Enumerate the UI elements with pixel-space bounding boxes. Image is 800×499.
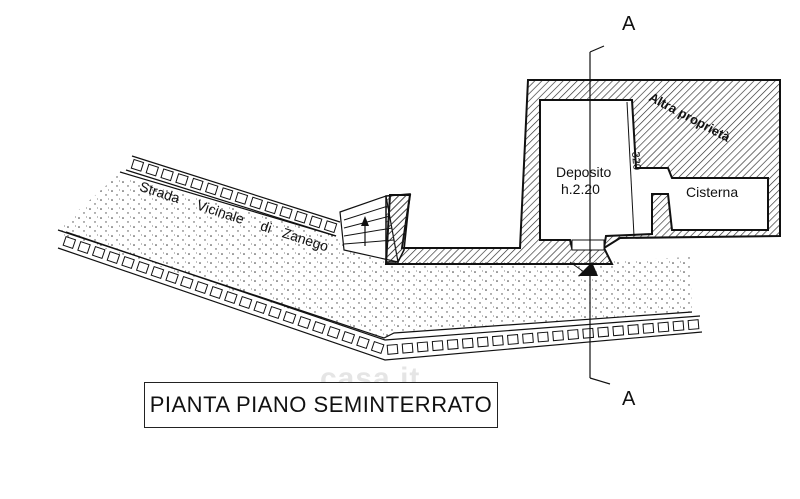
room-deposit-height: h.2.20 bbox=[561, 181, 600, 197]
fence-post bbox=[461, 337, 474, 349]
road bbox=[54, 155, 703, 361]
fence-post bbox=[491, 335, 504, 347]
fence-post bbox=[507, 334, 519, 345]
fence-post bbox=[537, 331, 549, 343]
fence-post bbox=[194, 280, 209, 295]
drawing-title: PIANTA PIANO SEMINTERRATO bbox=[149, 392, 493, 417]
fence-posts-lower bbox=[62, 235, 700, 355]
fence-post bbox=[204, 182, 219, 196]
road-edge-upper bbox=[119, 171, 337, 237]
fence-post bbox=[308, 215, 323, 229]
section-label-top: A bbox=[622, 13, 636, 35]
fence-post bbox=[612, 325, 625, 337]
fence-post bbox=[279, 206, 293, 219]
section-label-bottom: A bbox=[622, 388, 636, 410]
fence-post bbox=[522, 332, 534, 344]
section-line bbox=[569, 45, 611, 385]
fence-post bbox=[179, 275, 194, 290]
dimension-line bbox=[626, 101, 635, 237]
fence-post bbox=[264, 201, 278, 215]
fence-post bbox=[130, 158, 145, 172]
fence-post bbox=[294, 210, 308, 224]
fence-posts-upper bbox=[130, 158, 338, 234]
fence-post bbox=[253, 300, 268, 315]
fence-post bbox=[145, 163, 160, 177]
fence-upper-inner bbox=[125, 169, 337, 237]
fence-post bbox=[234, 191, 249, 205]
fence-post bbox=[446, 338, 459, 350]
fence-post bbox=[401, 342, 414, 354]
fence-post bbox=[567, 329, 579, 340]
fence-lower-outer bbox=[57, 247, 703, 361]
fence-post bbox=[657, 321, 670, 333]
fence-post bbox=[552, 330, 564, 342]
fence-post bbox=[672, 320, 685, 332]
wall-left-spur bbox=[385, 193, 411, 263]
road-word-3: di bbox=[259, 217, 274, 236]
fence-post bbox=[312, 320, 326, 335]
fence-post bbox=[268, 305, 282, 320]
building bbox=[384, 79, 781, 265]
section-marker bbox=[578, 262, 598, 276]
room-cistern-name: Cisterna bbox=[686, 184, 738, 200]
fence-post bbox=[62, 235, 77, 250]
fence-post bbox=[190, 177, 204, 191]
fence-post bbox=[175, 173, 189, 186]
road-surface bbox=[54, 175, 692, 340]
stairs-arrow-head bbox=[361, 216, 369, 226]
fence-post bbox=[431, 340, 444, 352]
fence-post bbox=[642, 322, 655, 334]
door-opening bbox=[571, 239, 605, 251]
fence-upper-outer bbox=[131, 155, 341, 223]
fence-post bbox=[597, 326, 610, 338]
title-box: PIANTA PIANO SEMINTERRATO bbox=[144, 382, 498, 428]
fence-post bbox=[150, 265, 165, 280]
fence-post bbox=[121, 255, 135, 270]
fence-post bbox=[282, 310, 297, 325]
fence-post bbox=[224, 290, 238, 305]
fence-lower-inner bbox=[65, 231, 701, 341]
fence-post bbox=[165, 270, 179, 285]
fence-post bbox=[106, 250, 121, 265]
fence-post bbox=[687, 319, 700, 331]
fence-post bbox=[326, 325, 341, 340]
fence-post bbox=[77, 240, 91, 255]
fence-post bbox=[370, 340, 385, 355]
fence-post bbox=[386, 343, 399, 355]
fence-post bbox=[356, 335, 370, 350]
fence-post bbox=[219, 187, 234, 201]
fence-post bbox=[135, 260, 150, 275]
fence-post bbox=[209, 285, 223, 300]
fence-post bbox=[341, 330, 356, 345]
room-deposit-name: Deposito bbox=[556, 164, 611, 180]
fence-post bbox=[297, 315, 312, 330]
fence-post bbox=[476, 336, 489, 348]
fence-post bbox=[238, 295, 253, 310]
fence-post bbox=[91, 245, 106, 260]
fence-post bbox=[582, 327, 595, 339]
fence-post bbox=[160, 168, 174, 182]
fence-post bbox=[323, 220, 338, 234]
fence-post bbox=[249, 196, 264, 210]
fence-post bbox=[627, 324, 640, 336]
fence-post bbox=[416, 341, 429, 353]
dimension-value: 320 bbox=[629, 151, 643, 170]
